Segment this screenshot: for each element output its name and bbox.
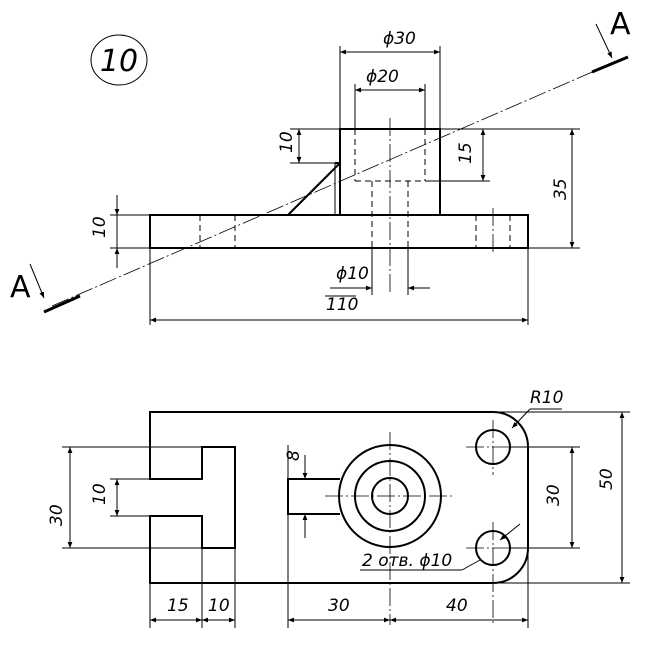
sheet-number-circle <box>90 34 148 86</box>
dim-x10-text: 10 <box>208 596 230 616</box>
dim-x15-text: 15 <box>167 596 189 616</box>
dim-h35-text: 35 <box>551 178 571 200</box>
cutting-plane-line <box>51 59 621 307</box>
dim-h10-boss-text: 10 <box>277 131 297 153</box>
dim-h15-text: 15 <box>456 142 476 164</box>
holes-callout-leader <box>461 559 481 571</box>
dim-r10-text: R10 <box>530 388 563 408</box>
dim-30-right-text: 30 <box>544 484 564 506</box>
dim-d10-text: ϕ10 <box>336 264 369 284</box>
sheet-number-text: 10 <box>100 44 138 79</box>
dim-h10b-text: 10 <box>90 216 110 238</box>
slot-outline <box>287 478 340 515</box>
base-outline <box>149 411 529 584</box>
section-arrow-top <box>595 23 613 59</box>
top-view: R10 8 30 10 30 50 2 отв. ϕ10 <box>47 388 630 628</box>
sheet-number: 10 <box>90 34 148 86</box>
section-arrow-bottom <box>29 263 45 299</box>
dim-d30-text: ϕ30 <box>383 29 416 49</box>
rib-slope <box>287 162 341 216</box>
cutting-plane-stroke-top <box>591 55 629 74</box>
section-line-a-a: A A <box>10 7 631 314</box>
cutting-plane-stroke-bottom <box>43 294 81 314</box>
base-plate <box>149 214 529 249</box>
section-label-bottom: A <box>10 270 31 305</box>
holes-callout-arrow <box>499 523 521 541</box>
dim-110-text: 110 <box>326 295 358 315</box>
dim-d20-text: ϕ20 <box>366 67 399 87</box>
dim-8-text: 8 <box>284 450 304 461</box>
section-label-top: A <box>610 7 631 42</box>
holes-callout-text: 2 отв. ϕ10 <box>362 551 452 571</box>
dim-x40-text: 40 <box>446 596 468 616</box>
dim-10-left-text: 10 <box>90 483 110 505</box>
dim-30-left-text: 30 <box>47 504 67 526</box>
front-view: ϕ30 ϕ20 10 15 35 10 ϕ10 <box>90 29 580 325</box>
dim-x30-text: 30 <box>328 596 350 616</box>
dim-50-text: 50 <box>597 468 617 490</box>
